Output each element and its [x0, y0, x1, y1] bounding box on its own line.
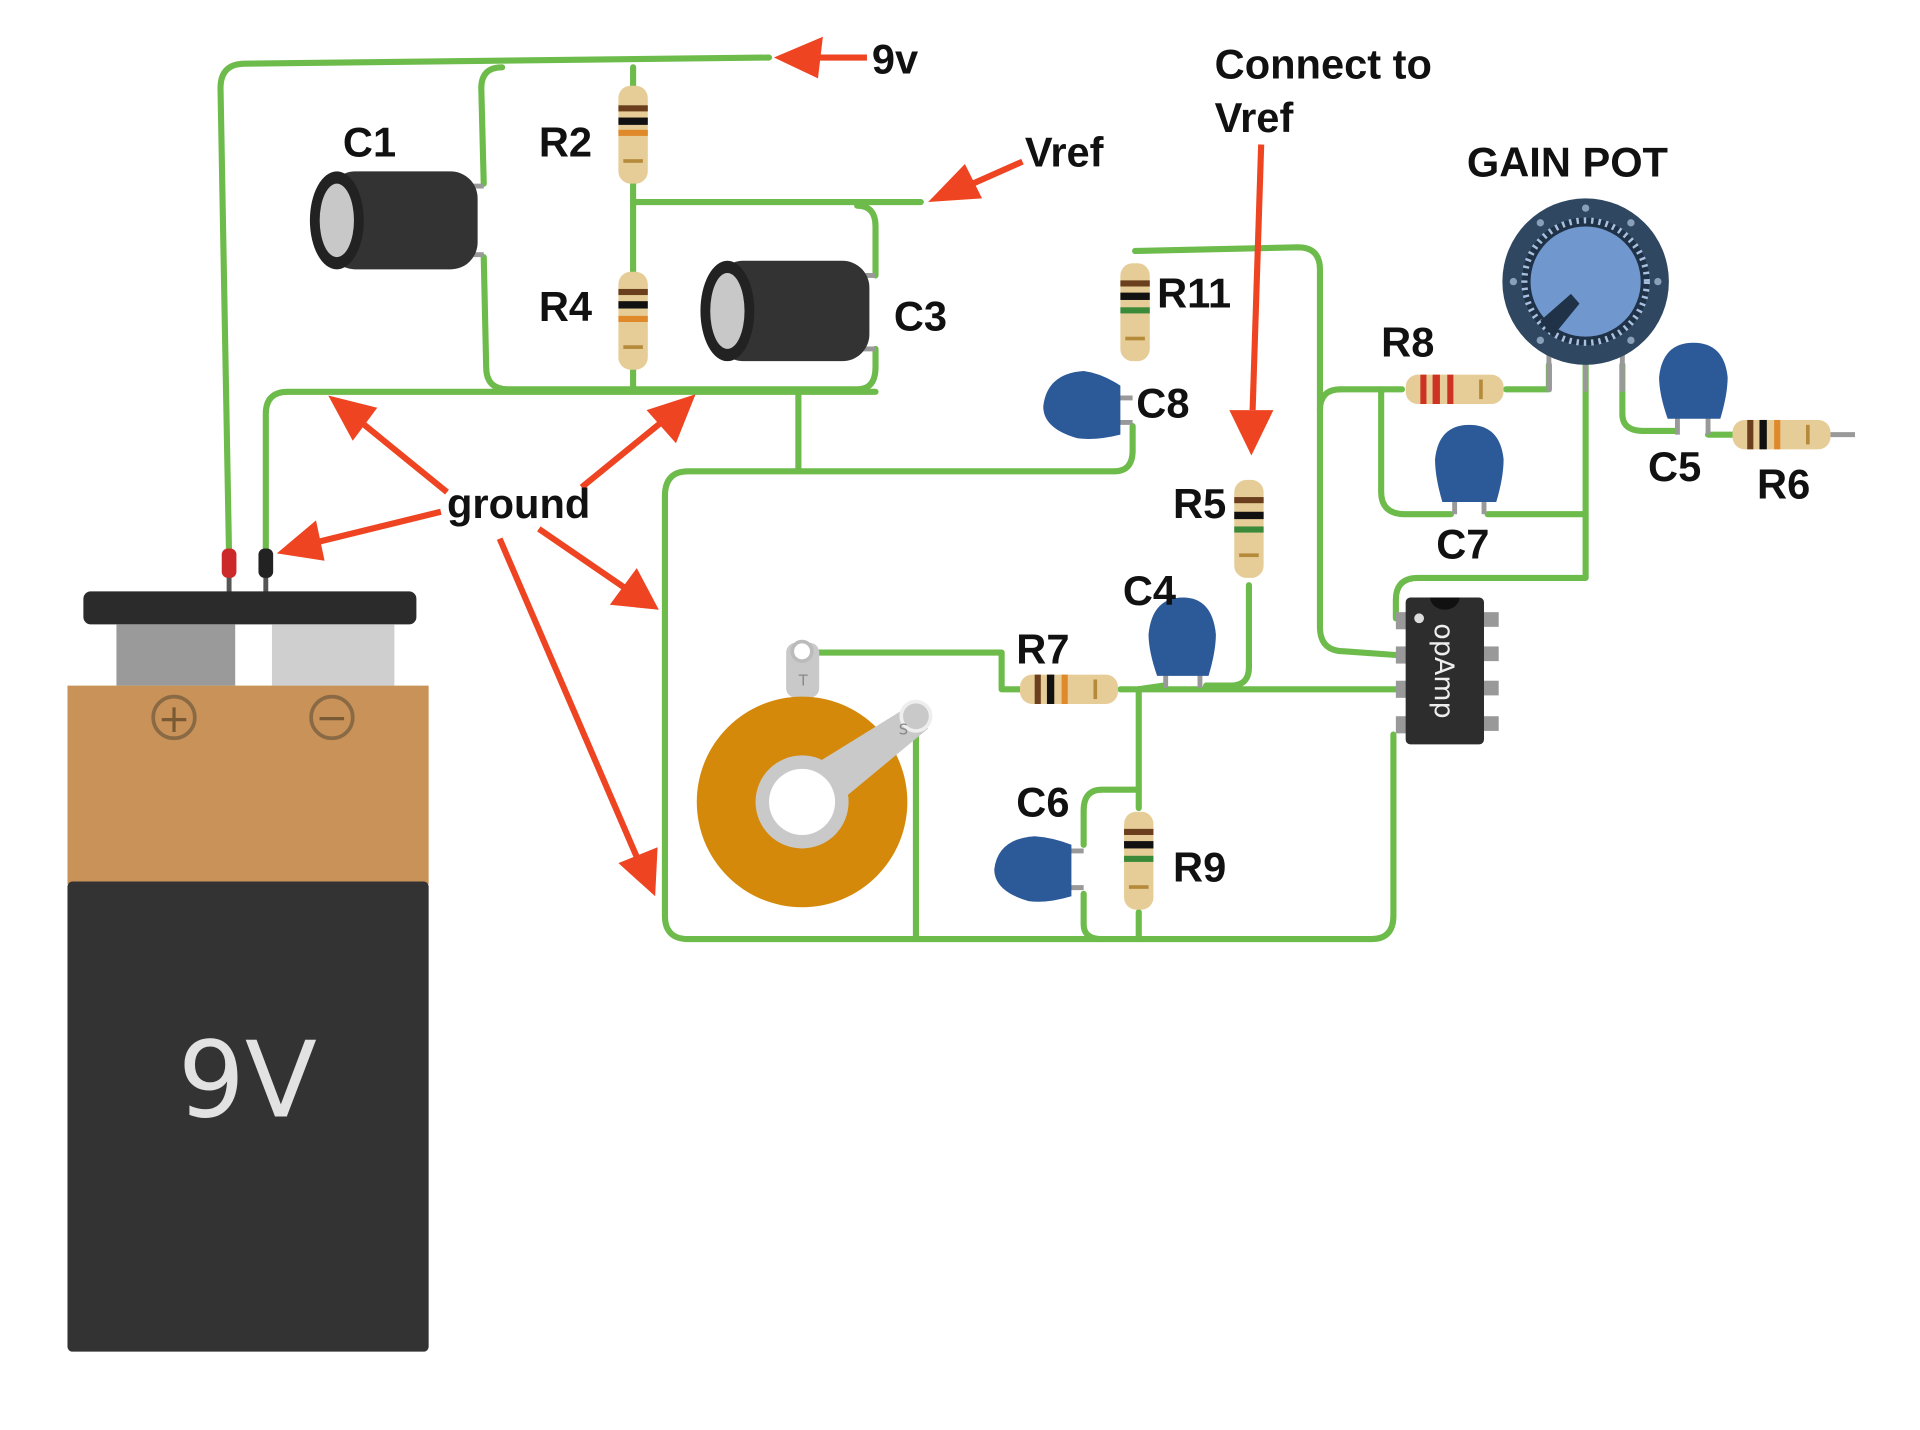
- label-c4: C4: [1123, 567, 1176, 614]
- arrow-9v: [773, 36, 867, 79]
- label-connect-vref: Vref: [1215, 94, 1294, 141]
- minus-icon: [309, 694, 355, 741]
- label-r7: R7: [1016, 626, 1069, 673]
- arrow-ground-1: [328, 395, 449, 495]
- plus-icon: [151, 694, 197, 741]
- arrow-ground-3: [579, 394, 696, 490]
- capacitor-c6: [994, 836, 1084, 902]
- annotation-arrows: [276, 36, 1274, 897]
- opamp-chip: opAmp: [1395, 597, 1499, 745]
- jack-t-label: T: [798, 673, 809, 690]
- label-r9: R9: [1173, 844, 1226, 891]
- negative-clip: [258, 548, 274, 578]
- label-r2: R2: [539, 119, 592, 166]
- label-c1: C1: [343, 119, 396, 166]
- jack-s-label: S: [899, 722, 908, 739]
- label-c8: C8: [1136, 379, 1189, 426]
- arrow-ground-5: [496, 537, 658, 897]
- label-r5: R5: [1173, 480, 1226, 527]
- resistor-r9: [1124, 811, 1154, 910]
- arrow-ground-4: [537, 526, 659, 610]
- label-connect-to: Connect to: [1215, 40, 1432, 87]
- label-c6: C6: [1016, 779, 1069, 826]
- resistor-r7: [1019, 674, 1118, 704]
- label-r6: R6: [1757, 460, 1810, 507]
- resistor-r8: [1405, 374, 1504, 405]
- arrow-ground-2: [276, 508, 442, 561]
- capacitor-c1: [309, 171, 484, 270]
- plus-sign: +: [158, 697, 191, 742]
- battery-label: 9V: [178, 1019, 317, 1142]
- label-r11: R11: [1157, 269, 1231, 316]
- positive-clip: [221, 548, 237, 578]
- resistor-r6: [1732, 419, 1855, 450]
- capacitor-c8: [1043, 370, 1133, 440]
- resistor-r5: [1234, 479, 1264, 578]
- capacitor-c5: [1659, 342, 1728, 435]
- audio-jack: T S: [696, 639, 933, 908]
- label-ground: ground: [447, 480, 590, 527]
- label-c7: C7: [1436, 520, 1489, 567]
- gain-pot: [1502, 198, 1669, 392]
- label-r4: R4: [539, 283, 592, 330]
- minus-sign: −: [316, 696, 349, 741]
- label-c5: C5: [1648, 443, 1701, 490]
- capacitor-c3: [700, 260, 876, 362]
- label-r8: R8: [1381, 318, 1434, 365]
- arrow-connect-vref: [1229, 144, 1274, 456]
- label-9v: 9v: [872, 35, 918, 82]
- capacitor-c4: [1148, 597, 1216, 689]
- resistor-r11: [1120, 263, 1150, 362]
- label-c3: C3: [894, 293, 947, 340]
- resistor-r4: [618, 271, 648, 370]
- opamp-label: opAmp: [1428, 623, 1459, 718]
- arrow-vref: [928, 158, 1024, 203]
- label-vref: Vref: [1025, 129, 1104, 176]
- labels: 9v Vref Connect to Vref GAIN POT ground …: [343, 35, 1810, 890]
- battery-9v: + − 9V: [67, 548, 429, 1352]
- capacitor-c7: [1435, 424, 1504, 515]
- label-gain-pot: GAIN POT: [1467, 138, 1668, 185]
- resistor-r2: [618, 85, 648, 184]
